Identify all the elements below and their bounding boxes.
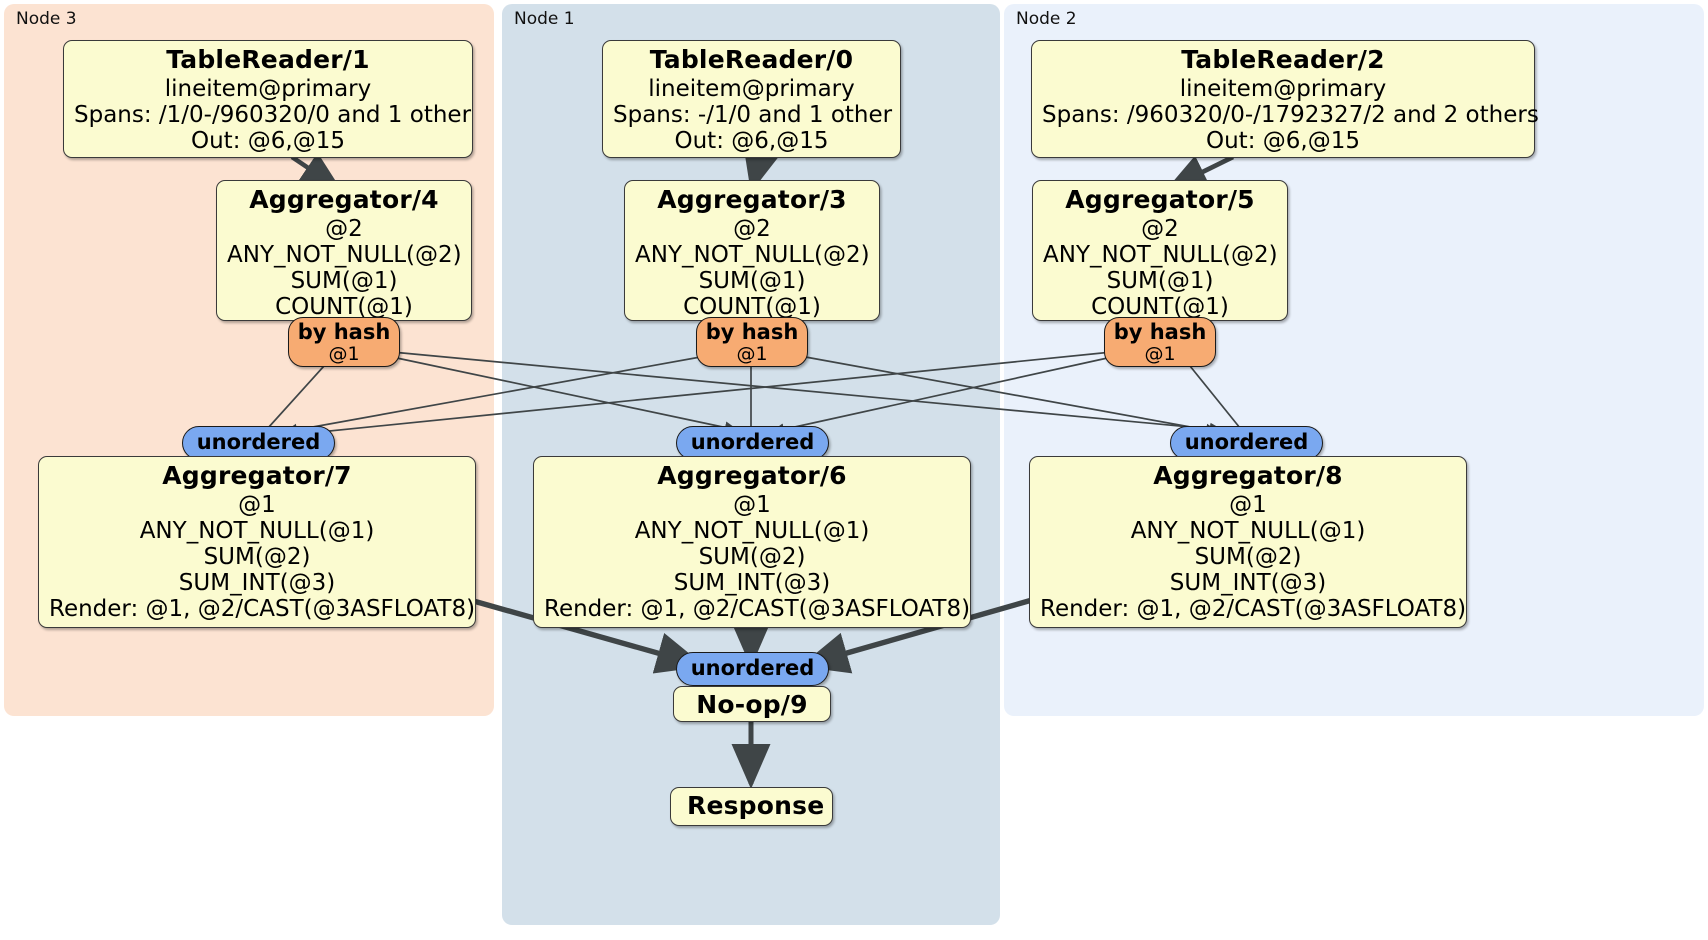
processor-line: ANY_NOT_NULL(@1) <box>1130 517 1366 544</box>
synchronizer-unordered-right[interactable]: unordered <box>1170 426 1323 460</box>
processor-title: Response <box>687 791 825 820</box>
processor-line: COUNT(@1) <box>1091 293 1229 320</box>
router-column: @1 <box>328 342 360 365</box>
processor-line: @2 <box>733 215 771 242</box>
processor-line: COUNT(@1) <box>683 293 821 320</box>
processor-line: SUM(@1) <box>698 267 806 294</box>
processor-line: Spans: /960320/0-/1792327/2 and 2 others <box>1042 101 1539 128</box>
synchronizer-label: unordered <box>690 430 815 455</box>
processor-line: ANY_NOT_NULL(@2) <box>635 241 870 268</box>
processor-line: SUM(@2) <box>1194 543 1302 570</box>
processor-aggregator-7[interactable]: Aggregator/7 @1 ANY_NOT_NULL(@1) SUM(@2)… <box>38 456 476 628</box>
processor-line: lineitem@primary <box>648 75 855 102</box>
processor-line: SUM_INT(@3) <box>178 569 336 596</box>
processor-line: lineitem@primary <box>1179 75 1387 102</box>
processor-line: lineitem@primary <box>164 75 372 102</box>
processor-line: SUM(@2) <box>698 543 806 570</box>
processor-title: TableReader/0 <box>649 45 854 74</box>
processor-title: Aggregator/7 <box>162 461 352 490</box>
processor-line: @1 <box>733 491 771 518</box>
synchronizer-label: unordered <box>690 656 815 681</box>
processor-line: @1 <box>238 491 276 518</box>
processor-title: No-op/9 <box>696 690 808 719</box>
processor-title: Aggregator/5 <box>1065 185 1255 214</box>
processor-line: Render: @1, @2/CAST(@3ASFLOAT8) <box>1040 595 1467 622</box>
processor-title: TableReader/1 <box>166 45 370 74</box>
router-hash-left[interactable]: by hash @1 <box>288 317 400 367</box>
router-hash-right[interactable]: by hash @1 <box>1104 317 1216 367</box>
processor-response[interactable]: Response <box>670 787 833 826</box>
router-column: @1 <box>1144 342 1176 365</box>
processor-title: Aggregator/8 <box>1153 461 1343 490</box>
processor-title: Aggregator/6 <box>657 461 847 490</box>
synchronizer-label: unordered <box>196 430 321 455</box>
processor-aggregator-8[interactable]: Aggregator/8 @1 ANY_NOT_NULL(@1) SUM(@2)… <box>1029 456 1467 628</box>
router-hash-center[interactable]: by hash @1 <box>696 317 808 367</box>
processor-line: @2 <box>1141 215 1179 242</box>
processor-line: Render: @1, @2/CAST(@3ASFLOAT8) <box>544 595 971 622</box>
processor-line: @1 <box>1229 491 1267 518</box>
processor-line: SUM_INT(@3) <box>1169 569 1327 596</box>
processor-line: ANY_NOT_NULL(@1) <box>634 517 870 544</box>
synchronizer-unordered-final[interactable]: unordered <box>676 652 829 686</box>
processor-line: SUM(@2) <box>203 543 311 570</box>
router-column: @1 <box>736 342 768 365</box>
processor-line: SUM_INT(@3) <box>673 569 831 596</box>
processor-line: Spans: -/1/0 and 1 other <box>613 101 893 128</box>
node-label-node2: Node 2 <box>1016 9 1077 29</box>
processor-line: Out: @6,@15 <box>1206 127 1360 154</box>
processor-line: Render: @1, @2/CAST(@3ASFLOAT8) <box>49 595 476 622</box>
processor-noop-9[interactable]: No-op/9 <box>673 686 831 722</box>
processor-aggregator-3[interactable]: Aggregator/3 @2 ANY_NOT_NULL(@2) SUM(@1)… <box>624 180 880 321</box>
router-label: by hash <box>705 320 799 344</box>
node-label-node1: Node 1 <box>514 9 575 29</box>
processor-line: Out: @6,@15 <box>191 127 345 154</box>
processor-aggregator-6[interactable]: Aggregator/6 @1 ANY_NOT_NULL(@1) SUM(@2)… <box>533 456 971 628</box>
processor-aggregator-5[interactable]: Aggregator/5 @2 ANY_NOT_NULL(@2) SUM(@1)… <box>1032 180 1288 321</box>
synchronizer-unordered-center[interactable]: unordered <box>676 426 829 460</box>
router-label: by hash <box>297 320 391 344</box>
synchronizer-label: unordered <box>1184 430 1309 455</box>
processor-table-reader-2[interactable]: TableReader/2 lineitem@primary Spans: /9… <box>1031 40 1539 158</box>
synchronizer-unordered-left[interactable]: unordered <box>182 426 335 460</box>
processor-title: Aggregator/4 <box>249 185 439 214</box>
processor-line: ANY_NOT_NULL(@2) <box>227 241 462 268</box>
processor-line: Out: @6,@15 <box>674 127 829 154</box>
processor-line: ANY_NOT_NULL(@2) <box>1043 241 1278 268</box>
processor-title: TableReader/2 <box>1181 45 1385 74</box>
processor-line: @2 <box>325 215 363 242</box>
processor-table-reader-1[interactable]: TableReader/1 lineitem@primary Spans: /1… <box>63 40 473 158</box>
processor-title: Aggregator/3 <box>657 185 847 214</box>
processor-line: SUM(@1) <box>290 267 398 294</box>
processor-table-reader-0[interactable]: TableReader/0 lineitem@primary Spans: -/… <box>602 40 901 158</box>
processor-line: ANY_NOT_NULL(@1) <box>139 517 375 544</box>
node-label-node3: Node 3 <box>16 9 77 29</box>
router-label: by hash <box>1113 320 1207 344</box>
processor-aggregator-4[interactable]: Aggregator/4 @2 ANY_NOT_NULL(@2) SUM(@1)… <box>216 180 472 321</box>
processor-line: COUNT(@1) <box>275 293 413 320</box>
processor-line: SUM(@1) <box>1106 267 1214 294</box>
processor-line: Spans: /1/0-/960320/0 and 1 other <box>74 101 472 128</box>
